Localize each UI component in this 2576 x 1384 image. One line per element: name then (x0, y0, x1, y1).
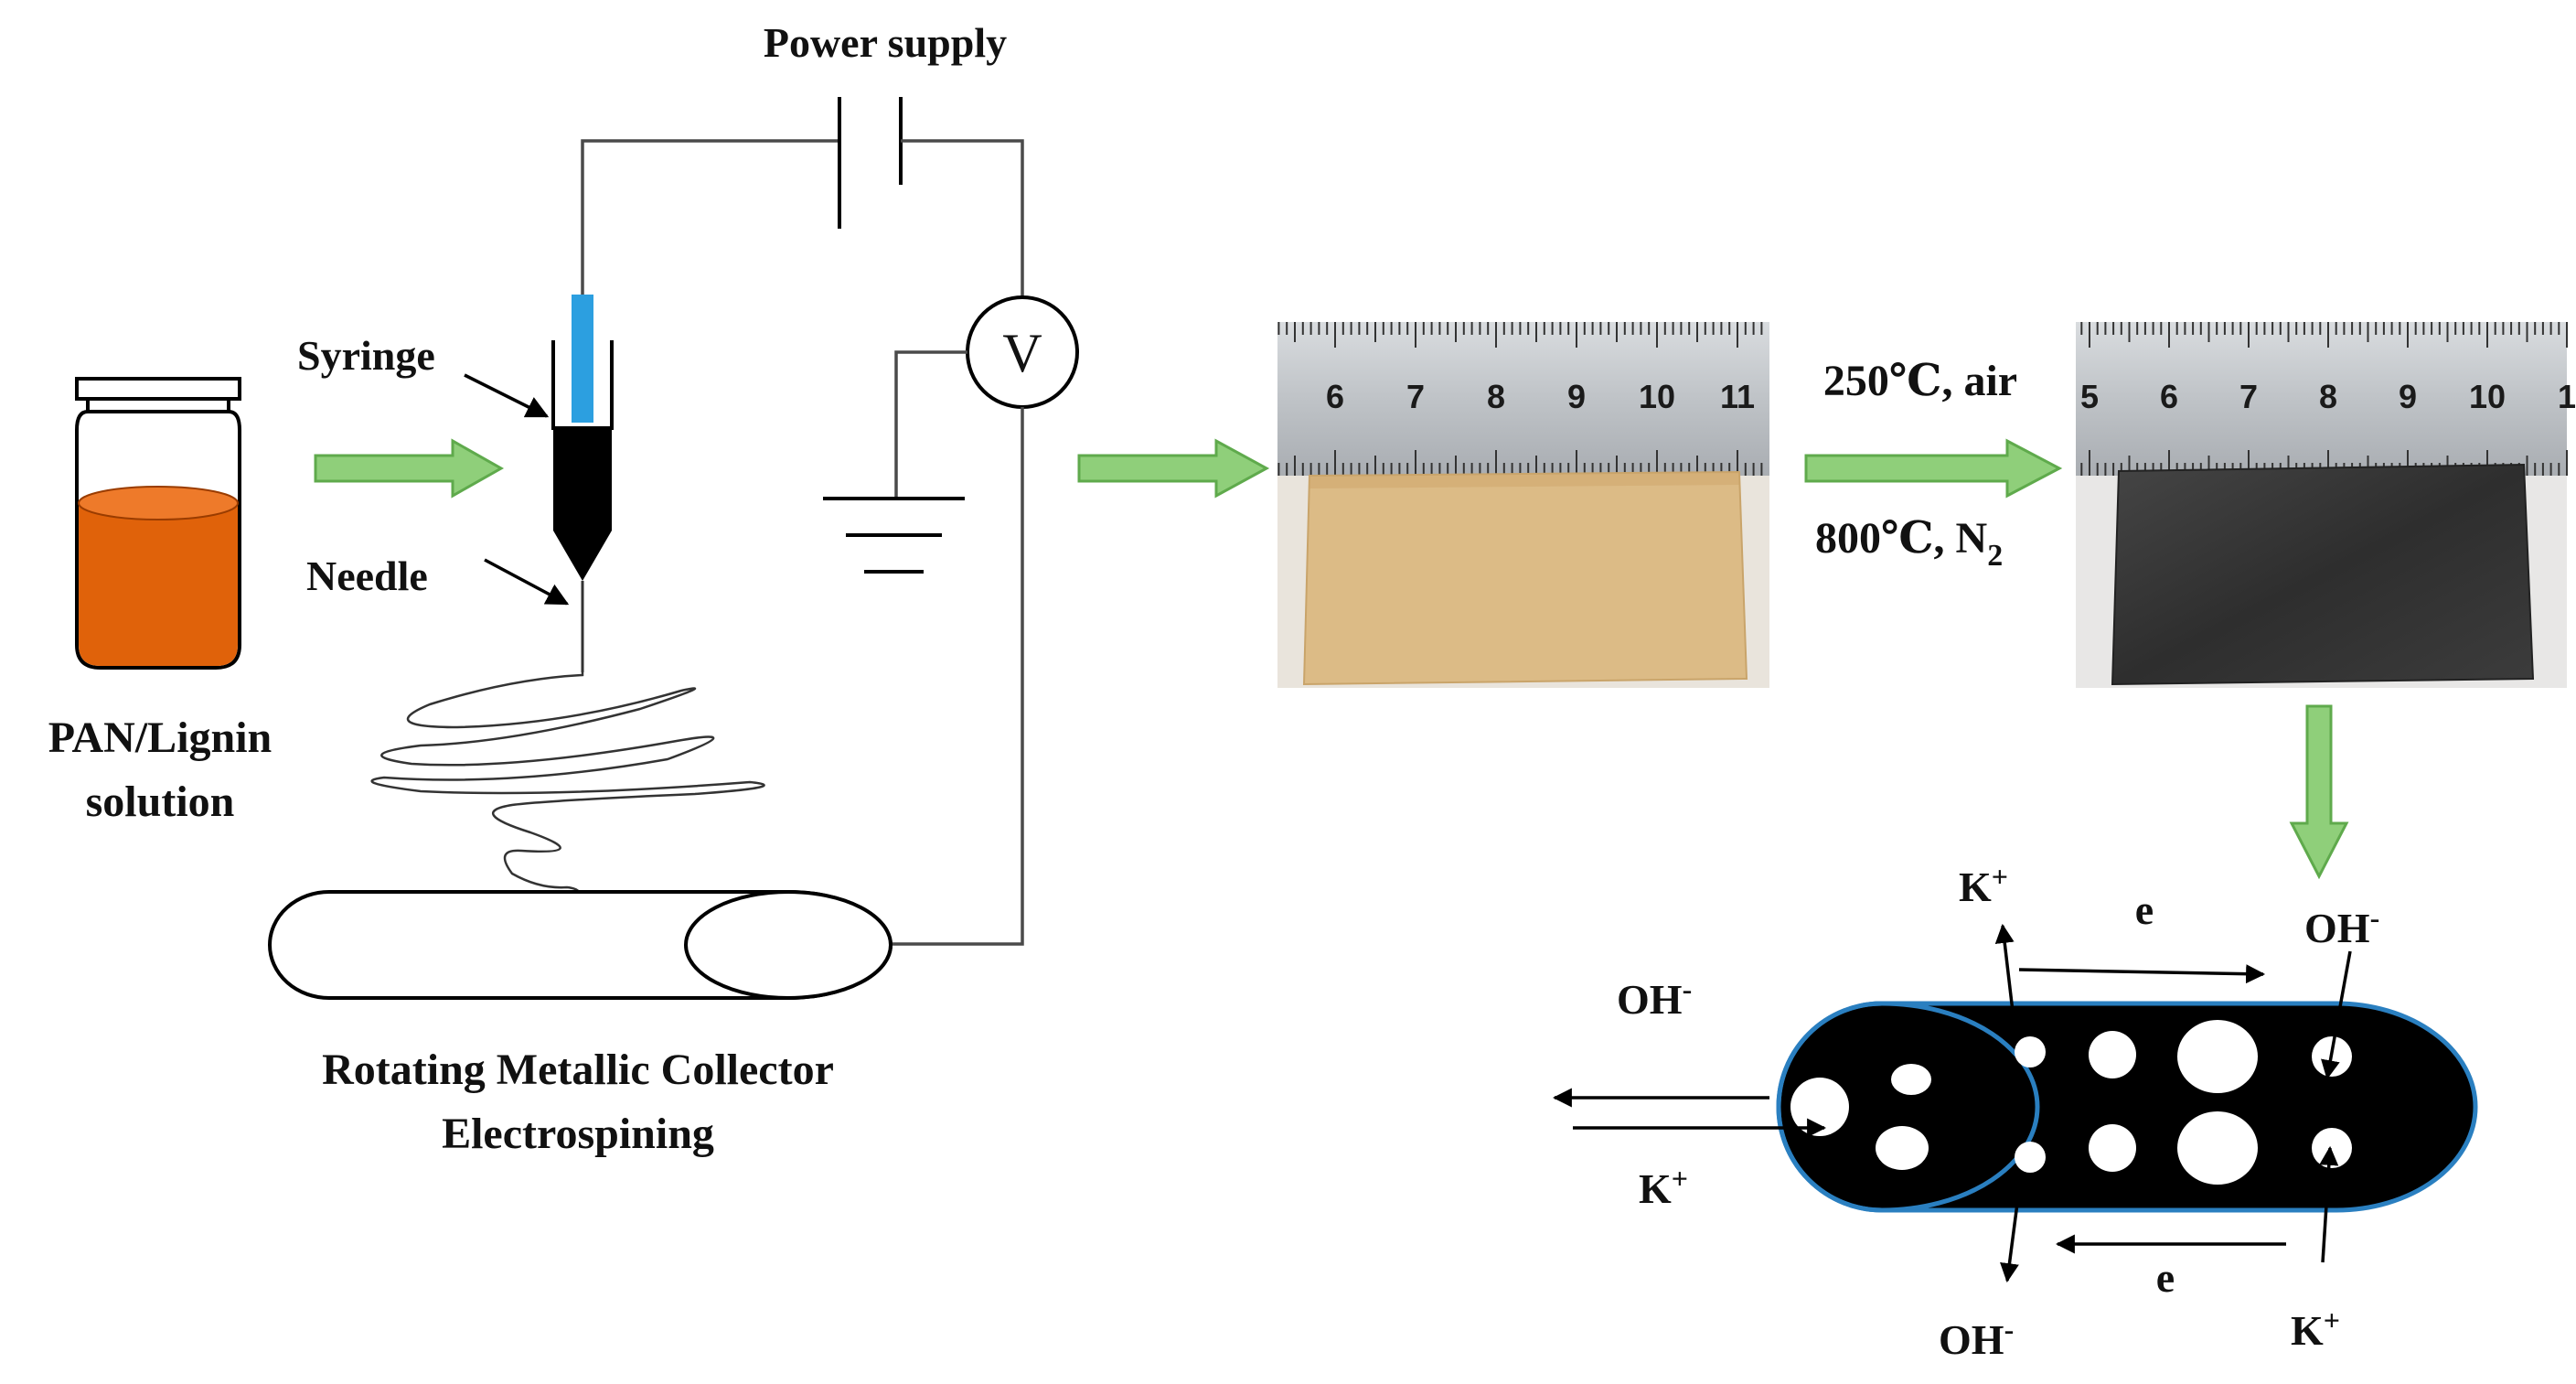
fiber-outline-left (1776, 1001, 1883, 1213)
process-arrow-1 (314, 438, 505, 499)
ruler-ticks (1277, 322, 1763, 476)
ion-charge: + (2324, 1304, 2340, 1336)
oh-ion-label-top: OH- (2304, 901, 2379, 951)
collector-label-line2: Electrospining (442, 1110, 714, 1158)
ion-symbol: OH (1939, 1316, 2004, 1363)
ion-charge: - (1683, 972, 1693, 1005)
power-circuit: V (581, 97, 1079, 946)
precursor-mat (1302, 470, 1748, 686)
solution-label-line1: PAN/Lignin (48, 713, 273, 762)
ion-symbol: OH (1617, 976, 1683, 1023)
ion-charge: + (1672, 1162, 1688, 1195)
ion-charge: - (2004, 1313, 2015, 1346)
pore (1790, 1078, 1849, 1136)
syringe-tip (553, 428, 612, 581)
condition-air-label: 250℃, air (1823, 357, 2017, 405)
oh-ion-label-bottom: OH- (1939, 1313, 2014, 1363)
k-ion-label-bottom: K+ (2291, 1304, 2340, 1354)
ruler (2076, 322, 2567, 476)
pore (2312, 1128, 2352, 1168)
process-arrow-3 (1804, 438, 2063, 499)
ion-symbol: K (1959, 864, 1992, 910)
needle-pointer-arrow (484, 558, 570, 606)
ion-symbol: OH (2304, 905, 2370, 951)
needle-label: Needle (306, 553, 428, 599)
pore (1876, 1126, 1929, 1170)
wire-needle-to-capacitor (581, 139, 839, 295)
vial-liquid-surface (78, 486, 239, 520)
solution-label-line2: solution (86, 778, 235, 826)
ion-symbol: K (2291, 1307, 2324, 1354)
vial-liquid (79, 503, 238, 666)
power-supply-label: Power supply (764, 19, 1007, 66)
ion-symbol: K (1639, 1165, 1672, 1212)
ruler-number: 9 (2399, 378, 2417, 415)
fiber-outline (1882, 1001, 2478, 1213)
ruler-number: 5 (2080, 378, 2099, 415)
syringe (551, 295, 614, 672)
porous-carbon-fiber (1776, 1001, 2478, 1213)
fiber-jet (370, 672, 765, 902)
precursor-mat-photo: 6 7 8 9 10 11 (1277, 322, 1769, 688)
pore (2015, 1036, 2046, 1068)
condition-n2-prefix: 800℃, N (1815, 514, 1988, 563)
pore (2177, 1111, 2258, 1185)
ruler-number: 10 (1639, 378, 1675, 415)
carbon-mat (2111, 463, 2535, 686)
wire-to-ground (894, 350, 967, 499)
voltmeter-symbol: V (1002, 323, 1042, 383)
ruler-number: 6 (2160, 378, 2178, 415)
vial-neck (86, 397, 230, 413)
electron-arrow-top (2018, 964, 2266, 984)
ruler-numbers: 6 7 8 9 10 11 (1326, 378, 1755, 415)
condition-n2-label: 800℃, N2 (1815, 514, 2003, 573)
vial-cap (75, 377, 241, 401)
collector-end-cap (684, 890, 893, 1000)
ion-charge: + (1992, 860, 2008, 893)
k-ion-in-arrow-bottom (2319, 1145, 2339, 1263)
ruler-number: 10 (2469, 378, 2506, 415)
k-ion-out-arrow-top (1994, 923, 2018, 1044)
syringe-plunger (572, 295, 593, 423)
k-ion-label-left: K+ (1639, 1162, 1688, 1212)
ruler-number: 8 (2319, 378, 2337, 415)
ruler-number: 6 (1326, 378, 1344, 415)
ruler-number: 7 (2239, 378, 2258, 415)
oh-ion-in-arrow-top (2321, 950, 2352, 1080)
ruler-number: 9 (1567, 378, 1586, 415)
syringe-label: Syringe (297, 332, 435, 379)
ruler-number: 7 (1406, 378, 1425, 415)
pore (2089, 1031, 2136, 1078)
wire-capacitor-to-voltmeter (901, 139, 1024, 297)
ruler-number: 8 (1487, 378, 1505, 415)
k-ion-label-top: K+ (1959, 860, 2008, 910)
process-arrow-4 (2289, 704, 2349, 880)
electron-label-top: e (2135, 886, 2154, 933)
oh-ion-out-arrow-bottom (2000, 1175, 2023, 1283)
rotating-collector (268, 890, 893, 1000)
fiber-body (1779, 1003, 2475, 1210)
ruler-numbers: 5 6 7 8 9 10 1 (2080, 378, 2576, 415)
oh-ion-label-left: OH- (1617, 972, 1692, 1023)
pore (2177, 1020, 2258, 1093)
electron-label-bottom: e (2156, 1254, 2175, 1301)
condition-n2-subscript: 2 (1987, 539, 2003, 573)
precursor-mat-edge (1309, 472, 1739, 488)
pore (2015, 1142, 2046, 1173)
syringe-pointer-arrow (464, 373, 550, 418)
carbon-mat-photo: 5 6 7 8 9 10 1 (2076, 322, 2576, 688)
pore (1891, 1064, 1931, 1095)
pore (2089, 1124, 2136, 1172)
ruler-number: 1 (2558, 378, 2576, 415)
solution-vial (75, 377, 241, 670)
ion-charge: - (2370, 901, 2380, 934)
ruler-number: 11 (1720, 378, 1755, 415)
collector-label-line1: Rotating Metallic Collector (322, 1046, 834, 1094)
ruler (1277, 322, 1769, 476)
process-arrow-2 (1077, 438, 1270, 499)
